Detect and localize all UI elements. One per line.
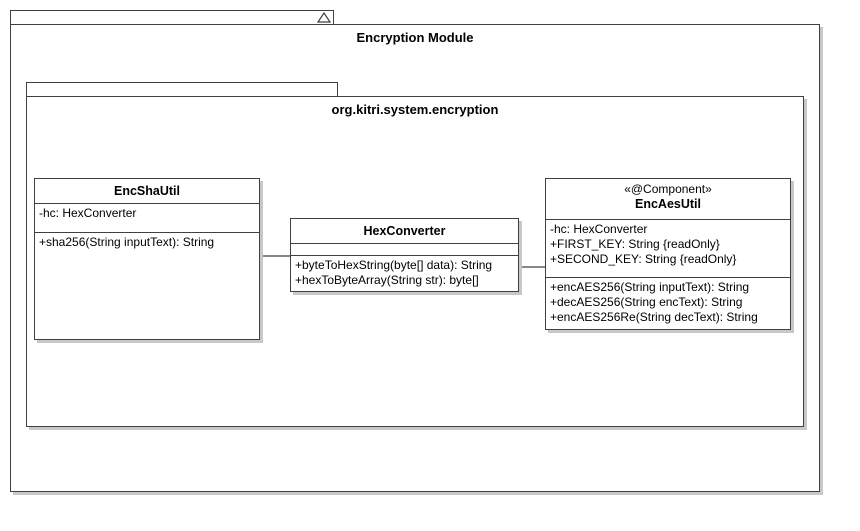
operation: +decAES256(String encText): String [550,295,743,309]
operation: +byteToHexString(byte[] data): String [295,258,493,272]
inner-package-tab [26,82,338,97]
outer-package-title: Encryption Module [356,30,474,45]
operations-section: +sha256(String inputText): String [35,232,259,252]
operations-section: +byteToHexString(byte[] data): String +h… [291,255,518,290]
class-name: HexConverter [363,224,446,238]
attribute: -hc: HexConverter [550,222,648,236]
operation: +sha256(String inputText): String [39,235,215,249]
class-header: «@Component» EncAesUtil [546,179,790,219]
class-hex-converter[interactable]: HexConverter +byteToHexString(byte[] dat… [290,218,519,292]
operation: +hexToByteArray(String str): byte[] [295,273,479,287]
operation: +encAES256Re(String decText): String [550,310,758,324]
class-name: EncAesUtil [635,197,701,211]
attributes-section: -hc: HexConverter +FIRST_KEY: String {re… [546,219,790,277]
attribute: -hc: HexConverter [39,206,137,220]
inner-package-title: org.kitri.system.encryption [331,102,499,117]
attribute: +FIRST_KEY: String {readOnly} [550,237,720,251]
attributes-section: -hc: HexConverter [35,203,259,232]
class-enc-sha-util[interactable]: EncShaUtil -hc: HexConverter +sha256(Str… [34,178,260,340]
collapse-triangle-icon[interactable] [317,12,331,23]
class-name: EncShaUtil [114,184,180,198]
attributes-section [291,243,518,255]
operation: +encAES256(String inputText): String [550,280,750,294]
operations-section: +encAES256(String inputText): String +de… [546,277,790,327]
outer-package-tab [10,10,334,25]
class-enc-aes-util[interactable]: «@Component» EncAesUtil -hc: HexConverte… [545,178,791,330]
attribute: +SECOND_KEY: String {readOnly} [550,252,737,266]
stereotype: «@Component» [624,182,712,196]
